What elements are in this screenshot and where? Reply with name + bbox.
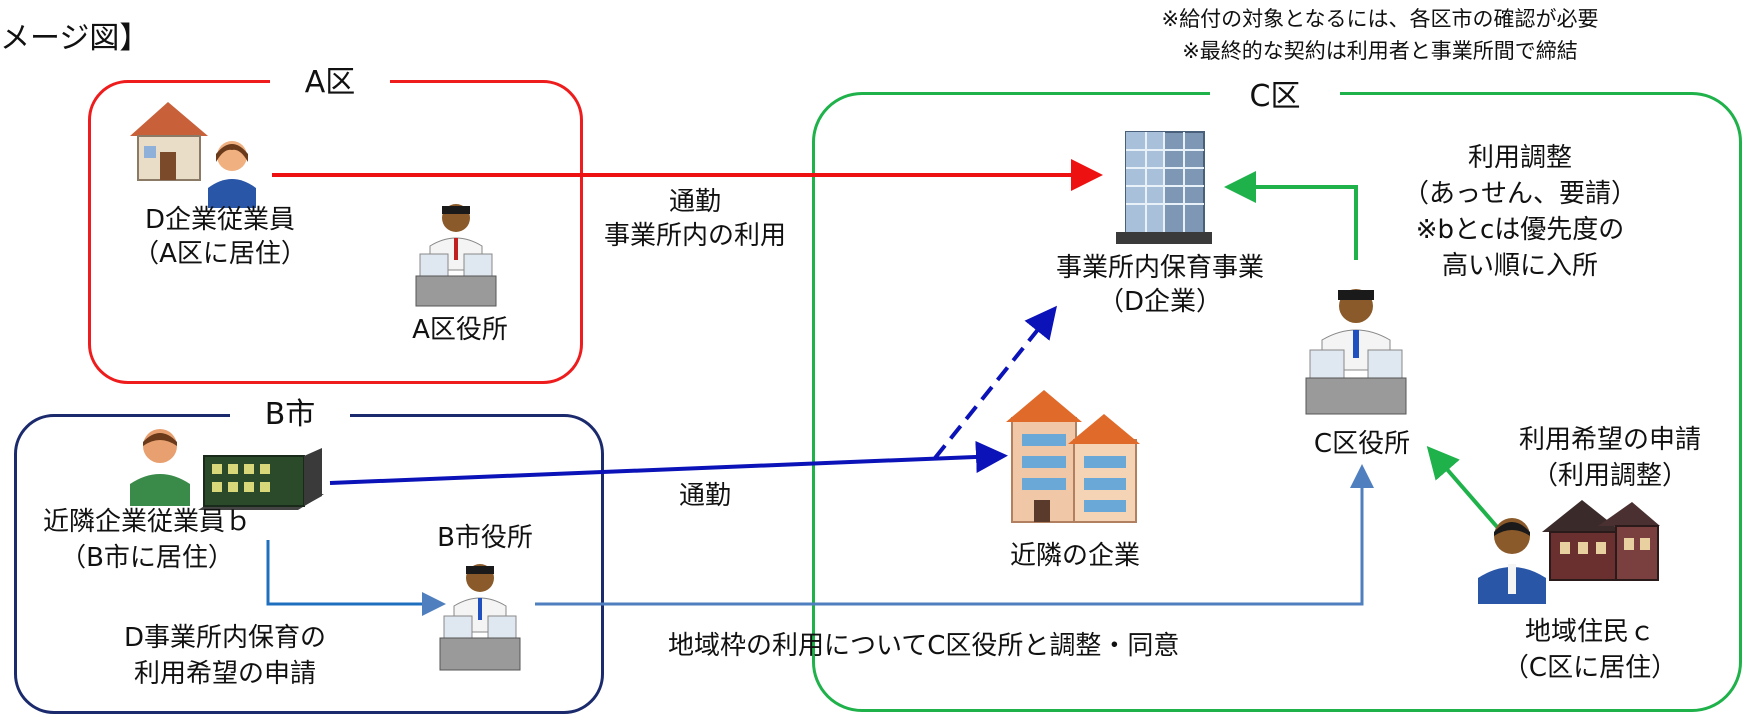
resident-icon	[1478, 518, 1546, 604]
nearby-employee-name: 近隣企業従業員ｂ	[42, 507, 251, 537]
a-office-label: A区役所	[412, 315, 508, 345]
house-icon	[130, 102, 208, 181]
commute-arrow-b	[329, 440, 1008, 485]
female-employee-icon	[208, 141, 256, 208]
c-office-officer-icon	[1305, 289, 1407, 415]
b-office-officer-icon	[439, 564, 521, 671]
b-office-label: B市役所	[437, 523, 533, 553]
note-1: ※給付の対象となるには、各区市の確認が必要	[1161, 7, 1599, 31]
d-employee-residence: （A区に居住）	[133, 239, 307, 269]
arrows-layer	[266, 159, 1500, 616]
application-arrow-b	[266, 540, 446, 616]
commute-a-usage-label: 事業所内の利用	[603, 221, 786, 251]
application-b-line2: 利用希望の申請	[133, 659, 316, 689]
company-building-icon	[1006, 390, 1140, 523]
diagram-title: メージ図】	[0, 21, 150, 56]
factory-building-icon	[198, 448, 324, 510]
region-c-label: C区	[1210, 78, 1340, 116]
a-office-officer-icon	[415, 204, 497, 307]
male-employee-icon	[130, 429, 190, 506]
application-b-line1: D事業所内保育の	[123, 623, 327, 653]
office-building-icon	[1116, 131, 1212, 244]
region-b-label: B市	[230, 396, 350, 434]
adjust-detail: （あっせん、要請）	[1402, 179, 1637, 209]
adjust-title: 利用調整	[1467, 143, 1572, 173]
application-c-line1: 利用希望の申請	[1518, 425, 1701, 455]
resident-house-icon	[1542, 500, 1660, 581]
c-office-label: C区役所	[1313, 429, 1411, 459]
region-c-ku	[812, 92, 1742, 712]
daycare-operator: （D企業）	[1097, 287, 1223, 317]
resident-c-name: 地域住民ｃ	[1524, 617, 1655, 647]
application-c-line2: （利用調整）	[1531, 461, 1688, 491]
note-2: ※最終的な契約は利用者と事業所間で締結	[1182, 39, 1578, 63]
commute-a-label: 通勤	[668, 187, 721, 217]
daycare-name: 事業所内保育事業	[1055, 253, 1264, 283]
regional-quota-arrow	[535, 464, 1374, 606]
region-a-label: A区	[270, 64, 390, 102]
adjust-priority-note: ※bとcは優先度の	[1415, 215, 1625, 245]
dashed-usage-arrow	[933, 305, 1058, 460]
d-employee-name: D企業従業員	[144, 205, 296, 235]
application-arrow-c	[1426, 445, 1500, 530]
nearby-company-label: 近隣の企業	[1009, 541, 1140, 571]
adjust-arrow	[1224, 171, 1358, 260]
commute-b-label: 通勤	[678, 481, 731, 511]
nearby-employee-residence: （B市に居住）	[60, 543, 234, 573]
adjust-priority-note-2: 高い順に入所	[1441, 251, 1598, 281]
regional-quota-label: 地域枠の利用についてC区役所と調整・同意	[668, 631, 1180, 661]
resident-c-residence: （C区に居住）	[1502, 653, 1678, 683]
